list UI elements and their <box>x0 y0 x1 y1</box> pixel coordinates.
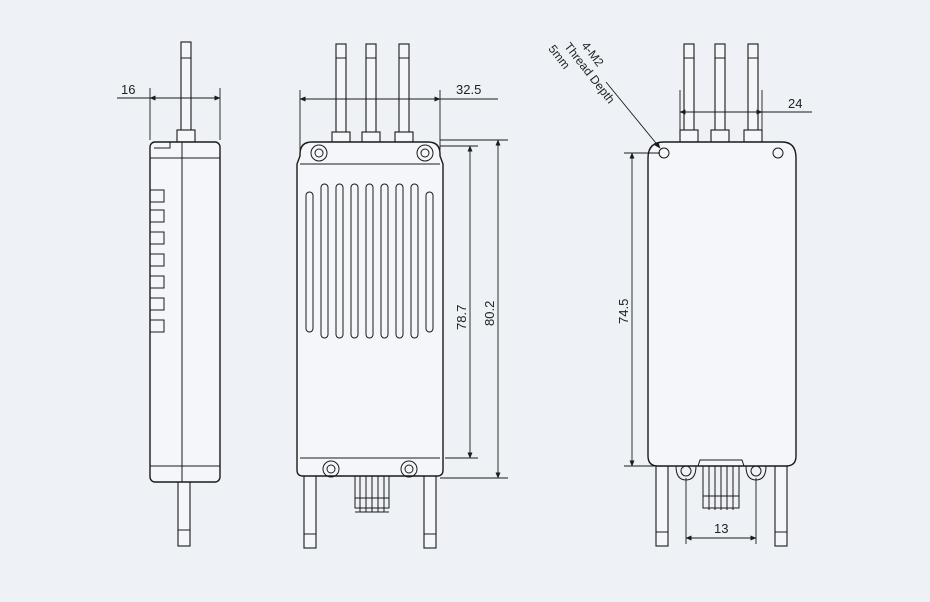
side-body <box>149 141 221 483</box>
side-view: 16 <box>117 41 221 547</box>
dim-hole-spacing: 74.5 <box>616 299 631 324</box>
front-top-wires <box>331 43 414 143</box>
front-bottom-wire-left <box>303 469 317 549</box>
side-fins <box>149 189 165 333</box>
thread-leader-line <box>605 81 661 149</box>
front-bottom-wire-right <box>423 469 437 549</box>
front-view: 32.5 78.7 80.2 <box>296 43 508 549</box>
dim-front-width: 32.5 <box>456 82 481 97</box>
back-bottom-wire-right <box>774 465 788 547</box>
front-mount-holes <box>310 144 434 478</box>
back-body <box>647 141 797 467</box>
back-bottom-wire-left <box>655 465 669 547</box>
front-body <box>296 141 444 477</box>
front-heatsink-fins <box>305 183 434 339</box>
back-view: 4-M2 Thread Depth 5mm 24 74.5 13 <box>545 39 812 547</box>
dim-length-total: 80.2 <box>482 301 497 326</box>
back-top-wires <box>679 43 763 143</box>
dim-back-width: 24 <box>788 96 802 111</box>
thread-annotation: 4-M2 Thread Depth 5mm <box>545 39 617 106</box>
back-signal-pins <box>702 465 740 510</box>
dim-side-width: 16 <box>121 82 135 97</box>
dim-length-inner: 78.7 <box>454 305 469 330</box>
side-top-wire <box>180 41 192 141</box>
dim-connector-width: 13 <box>714 521 728 536</box>
